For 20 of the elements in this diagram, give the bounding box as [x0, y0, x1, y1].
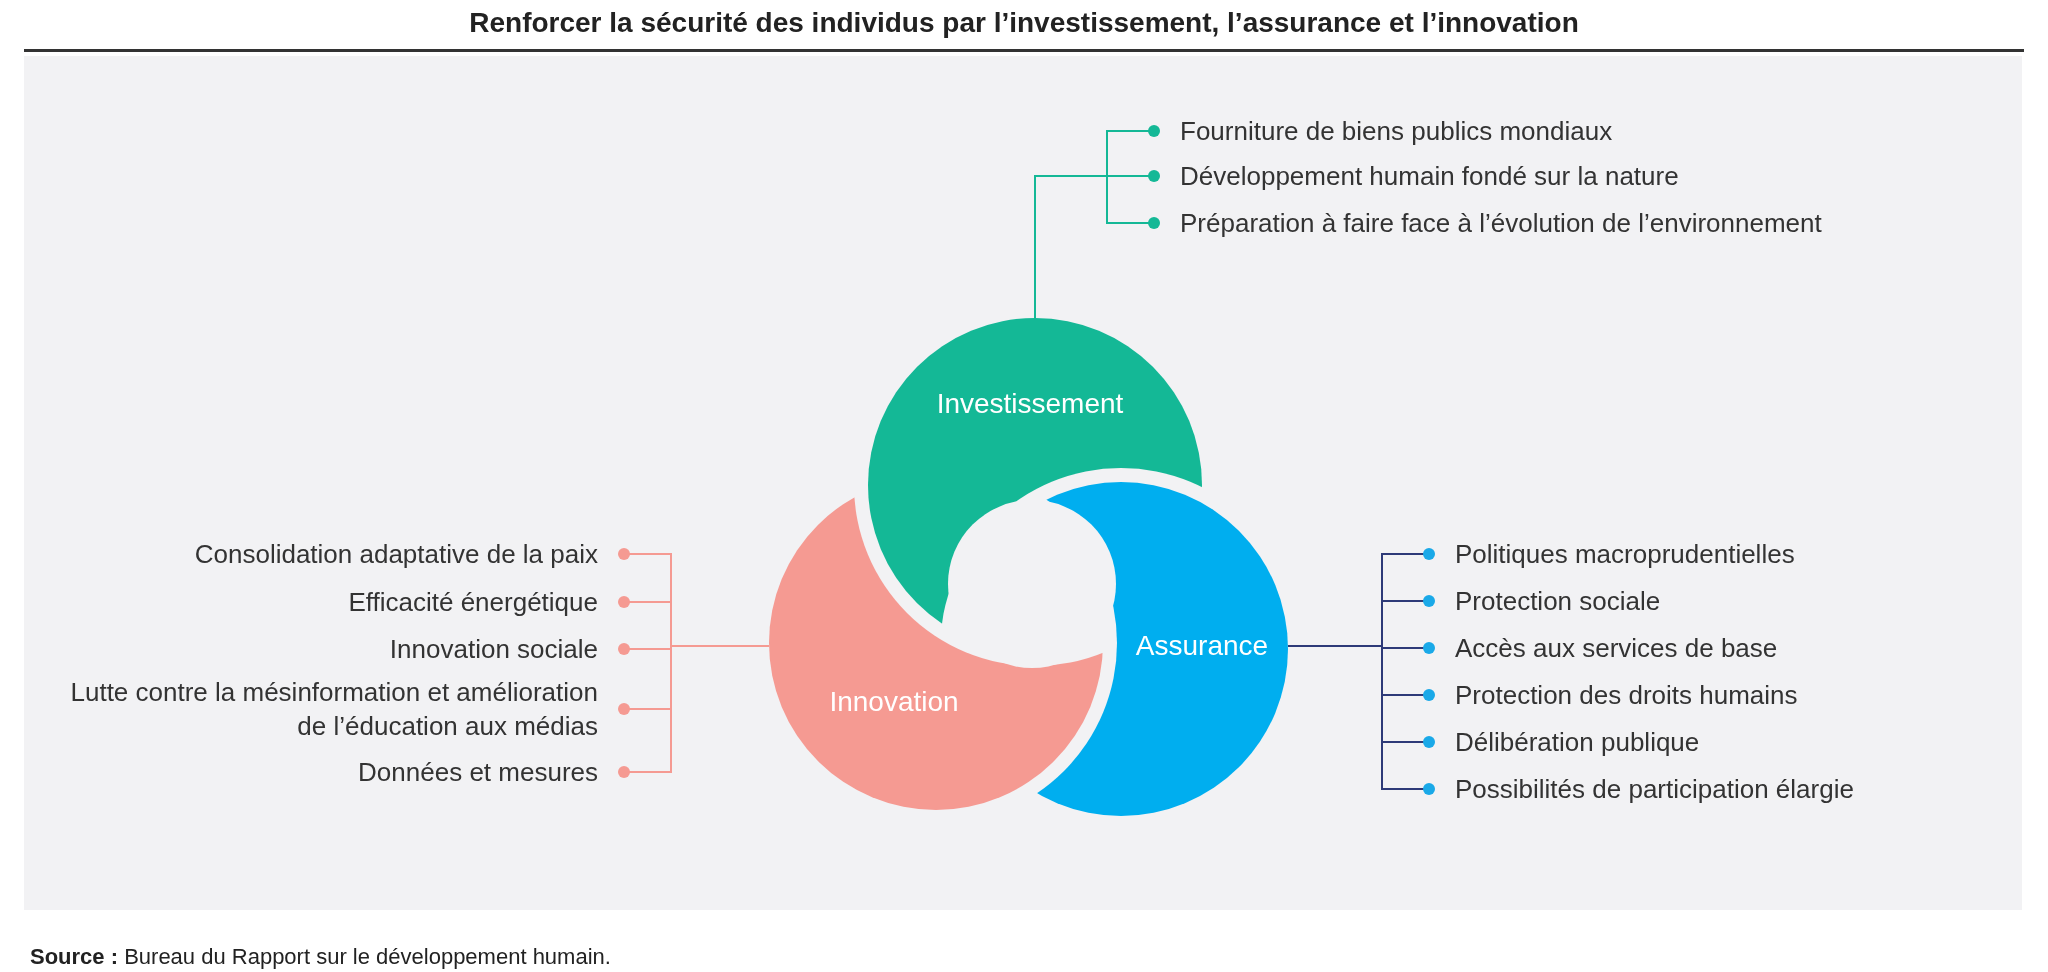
item-text: Fourniture de biens publics mondiaux	[1180, 115, 1613, 148]
item-text: Préparation à faire face à l’évolution de l’environnement	[1180, 207, 1822, 240]
item-text: Possibilités de participation élargie	[1455, 773, 1854, 806]
segment-label: Innovation	[829, 685, 959, 719]
item-text: Développement humain fondé sur la nature	[1180, 160, 1679, 193]
item-text: Protection sociale	[1455, 585, 1661, 618]
item-text: Protection des droits humains	[1455, 679, 1798, 712]
item-text: Efficacité énergétique	[348, 586, 598, 619]
item-text: Lutte contre la mésinformation et amélioration de l’éducation aux médias	[69, 676, 598, 743]
connector-line	[1287, 645, 1435, 795]
segment-label: Investissement	[936, 387, 1124, 421]
item-text: Consolidation adaptative de la paix	[194, 538, 598, 571]
diagram-title: Renforcer la sécurité des individus par l’investissement, l’assurance et l’innovation	[468, 6, 1580, 40]
item-text: Accès aux services de base	[1455, 632, 1778, 665]
item-text: Données et mesures	[358, 756, 598, 789]
segment-label: Assurance	[1135, 629, 1269, 663]
item-text: Politiques macroprudentielles	[1455, 538, 1795, 571]
item-text: Innovation sociale	[389, 633, 598, 666]
item-text: Délibération publique	[1455, 726, 1700, 759]
source-note: Source : Bureau du Rapport sur le développement humain.	[30, 943, 611, 971]
